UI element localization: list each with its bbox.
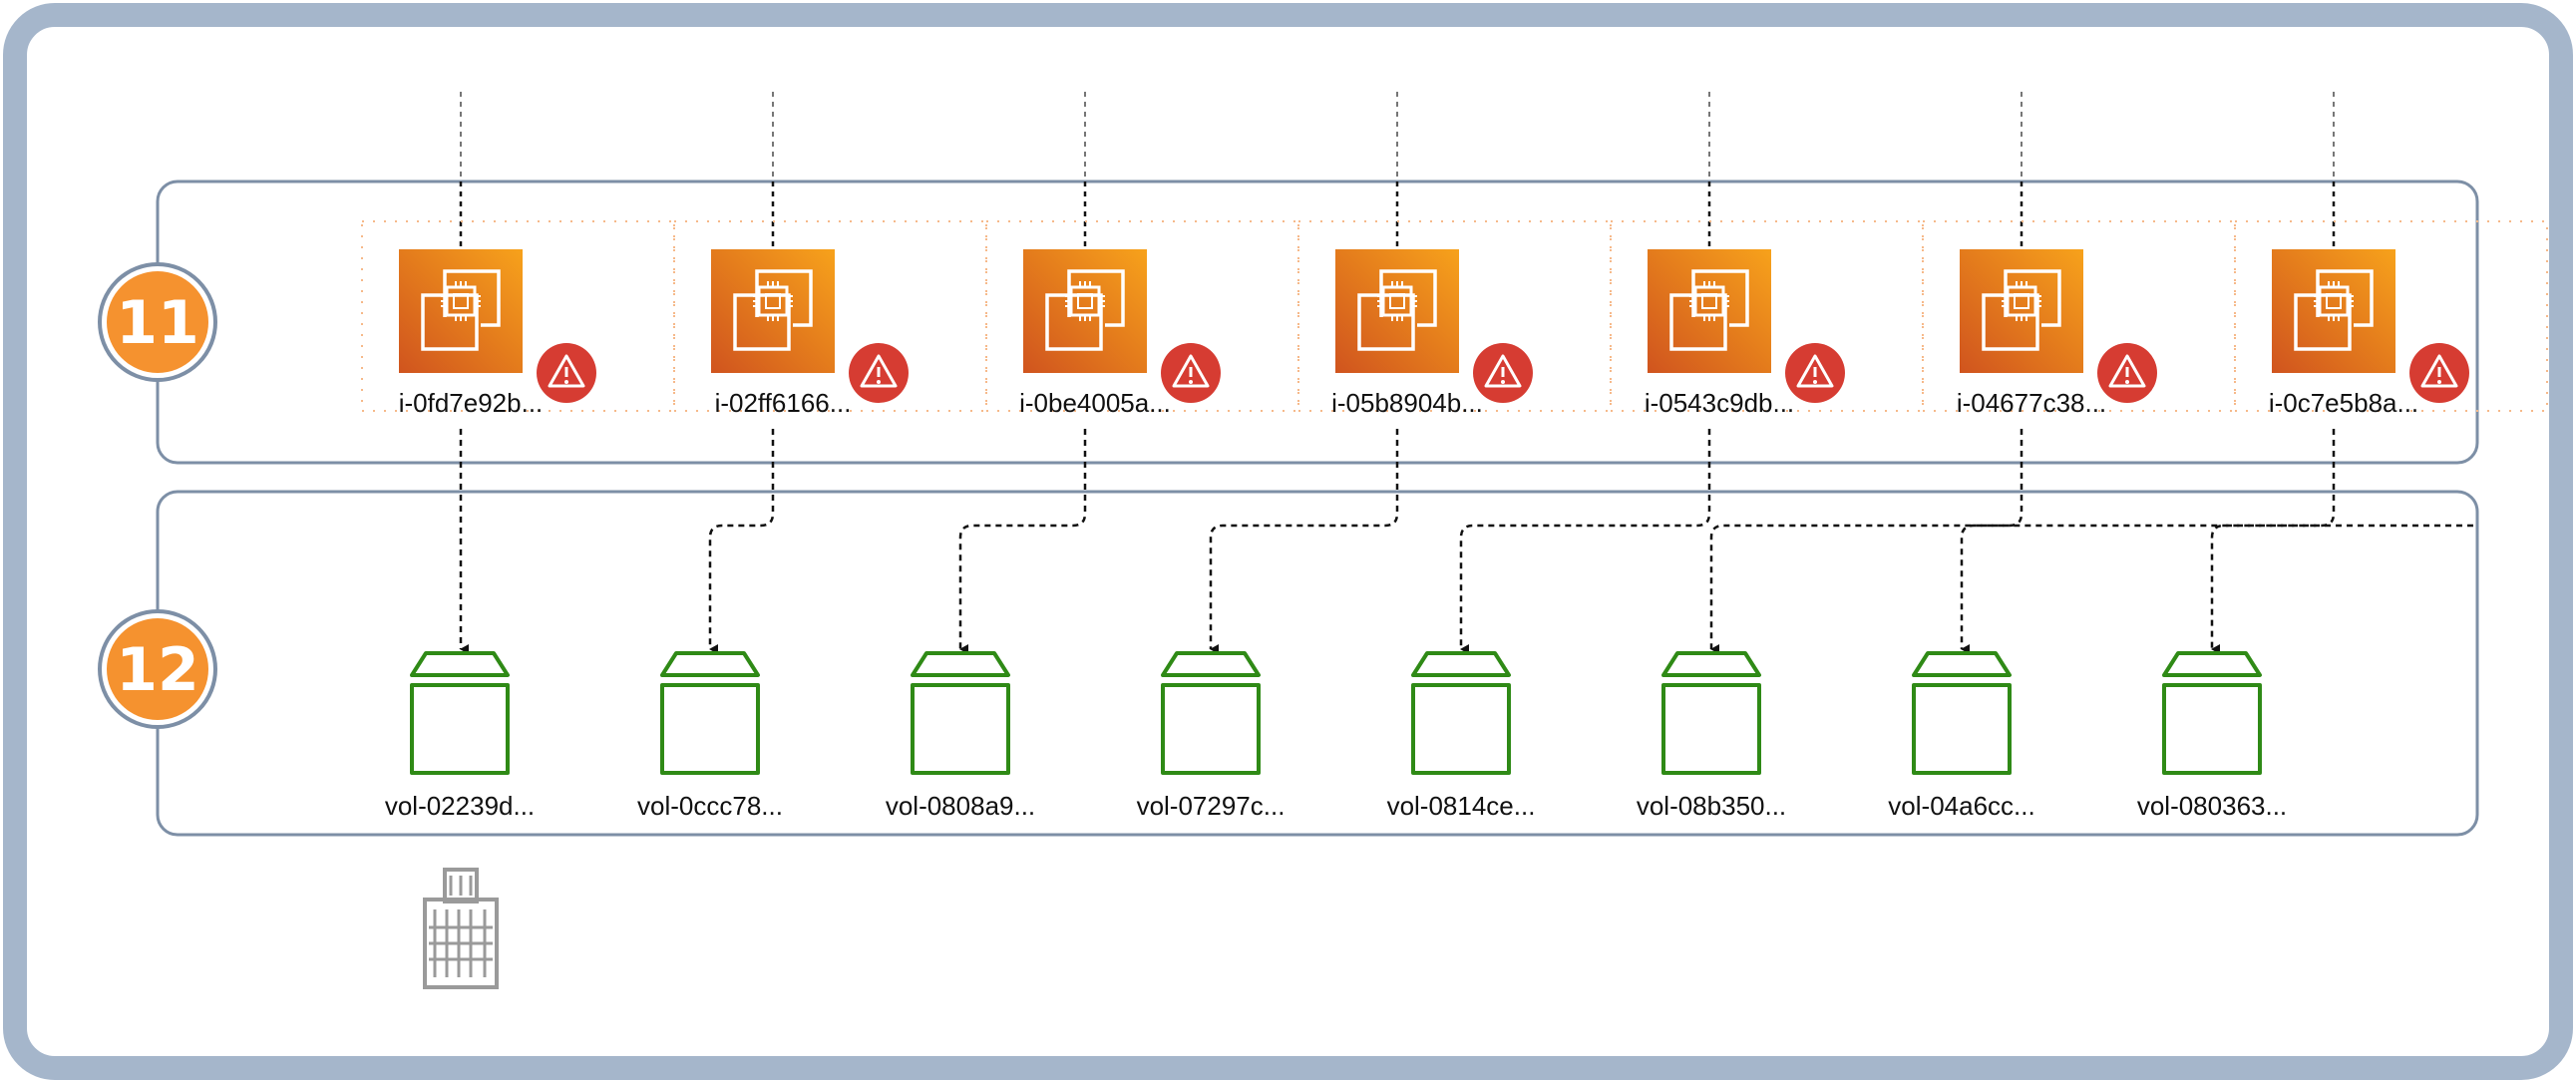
ebs-volume-icon: [660, 651, 760, 775]
ec2-instance-node[interactable]: i-05b8904b...: [1331, 249, 1533, 418]
volume-id-label: vol-02239d...: [385, 791, 535, 821]
connector-line: [958, 429, 1087, 654]
outer-frame: [3, 3, 2573, 1080]
volume-id-label: vol-0808a9...: [886, 791, 1035, 821]
alert-icon[interactable]: [1785, 343, 1845, 403]
ebs-volume-icon: [1661, 651, 1761, 775]
ebs-volume-node[interactable]: vol-0ccc78...: [637, 651, 783, 821]
volume-list: vol-02239d... vol-0ccc78... vol-0808a9... v…: [385, 651, 2287, 821]
instance-group-box: [673, 220, 987, 412]
ec2-instance-icon: [1648, 249, 1771, 373]
instance-group-box: [985, 220, 1299, 412]
ebs-volume-node[interactable]: vol-08b350...: [1637, 651, 1786, 821]
instance-group-box: [2234, 220, 2548, 412]
ec2-instance-node[interactable]: i-04677c38...: [1957, 249, 2157, 418]
volume-id-label: vol-08b350...: [1637, 791, 1786, 821]
instance-id-label: i-0fd7e92b...: [399, 388, 544, 418]
ec2-instance-icon: [399, 249, 523, 373]
connector-lines: [459, 92, 2473, 654]
ec2-instance-icon: [1023, 249, 1147, 373]
ebs-volume-node[interactable]: vol-07297c...: [1137, 651, 1286, 821]
row-badge-12[interactable]: 12: [98, 609, 217, 729]
connector-line: [1709, 429, 2024, 654]
instance-group-box: [1297, 220, 1612, 412]
ebs-volume-icon: [1161, 651, 1261, 775]
row-number-label: 11: [116, 288, 199, 358]
alert-icon[interactable]: [2097, 343, 2157, 403]
instance-group-box: [1610, 220, 1924, 412]
ebs-volume-node[interactable]: vol-080363...: [2137, 651, 2287, 821]
instance-group-box: [361, 220, 675, 412]
connector-line: [708, 429, 775, 654]
ebs-volume-icon: [410, 651, 510, 775]
alert-icon[interactable]: [537, 343, 596, 403]
ec2-instance-node[interactable]: i-0fd7e92b...: [399, 249, 596, 418]
volume-id-label: vol-0814ce...: [1387, 791, 1536, 821]
instance-id-label: i-05b8904b...: [1331, 388, 1483, 418]
ebs-volume-node[interactable]: vol-0808a9...: [886, 651, 1035, 821]
connector-line: [2210, 524, 2473, 654]
alert-icon[interactable]: [2409, 343, 2469, 403]
instance-id-label: i-0543c9db...: [1645, 388, 1794, 418]
ec2-instance-node[interactable]: i-02ff6166...: [711, 249, 909, 418]
ec2-instance-icon: [2272, 249, 2395, 373]
ebs-volume-icon: [911, 651, 1010, 775]
instance-id-label: i-0c7e5b8a...: [2269, 388, 2418, 418]
connector-line: [1209, 429, 1399, 654]
alert-icon[interactable]: [1473, 343, 1533, 403]
volume-id-label: vol-080363...: [2137, 791, 2287, 821]
row-badge-11[interactable]: 11: [98, 262, 217, 382]
volume-id-label: vol-0ccc78...: [637, 791, 783, 821]
ec2-instance-node[interactable]: i-0543c9db...: [1645, 249, 1845, 418]
ec2-instance-icon: [1960, 249, 2083, 373]
ec2-instance-node[interactable]: i-0c7e5b8a...: [2269, 249, 2469, 418]
alert-icon[interactable]: [849, 343, 909, 403]
instance-id-label: i-02ff6166...: [715, 388, 852, 418]
instance-list: i-0fd7e92b... i-02ff6166... i-0be4005a... i…: [361, 220, 2548, 418]
ebs-volume-node[interactable]: vol-0814ce...: [1387, 651, 1536, 821]
volume-id-label: vol-04a6cc...: [1888, 791, 2034, 821]
volume-id-label: vol-07297c...: [1137, 791, 1286, 821]
instance-id-label: i-0be4005a...: [1019, 388, 1171, 418]
building-icon: [423, 868, 499, 989]
ebs-volume-node[interactable]: vol-02239d...: [385, 651, 535, 821]
ebs-volume-icon: [1411, 651, 1511, 775]
ebs-volume-icon: [1912, 651, 2012, 775]
instance-group-box: [1922, 220, 2236, 412]
connector-line: [1960, 429, 2336, 654]
ec2-instance-icon: [711, 249, 835, 373]
instance-id-label: i-04677c38...: [1957, 388, 2106, 418]
alert-icon[interactable]: [1161, 343, 1221, 403]
row-number-label: 12: [116, 635, 199, 705]
ebs-volume-icon: [2162, 651, 2262, 775]
connector-line: [1459, 429, 1711, 654]
ebs-volume-node[interactable]: vol-04a6cc...: [1888, 651, 2035, 821]
ec2-instance-node[interactable]: i-0be4005a...: [1019, 249, 1221, 418]
ec2-instance-icon: [1335, 249, 1459, 373]
